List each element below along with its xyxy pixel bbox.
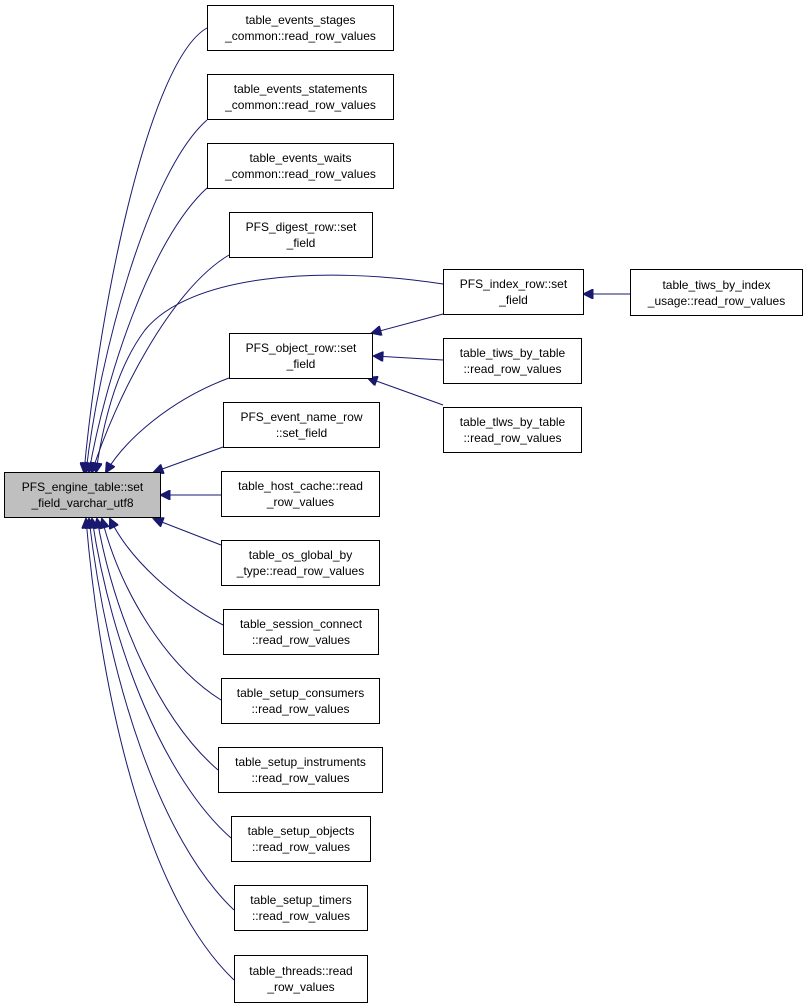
node-label-line2: ::read_row_values xyxy=(251,909,351,923)
node-label-line2: ::read_row_values xyxy=(463,362,562,376)
edge-events-waits-to-root xyxy=(89,187,208,472)
node-label-line2: _usage::read_row_values xyxy=(647,293,786,308)
node-label-line1: table_setup_objects xyxy=(247,824,355,838)
node-events-statements[interactable]: table_events_statements _common::read_ro… xyxy=(207,74,394,120)
node-label-line2: ::read_row_values xyxy=(251,702,350,716)
node-label-line1: PFS_digest_row::set xyxy=(245,220,357,234)
edge-events-stages-to-root xyxy=(84,27,208,472)
node-session-connect[interactable]: table_session_connect ::read_row_values xyxy=(223,609,379,655)
edge-object-row-to-root xyxy=(106,377,230,472)
node-label-line1: PFS_index_row::set xyxy=(459,277,568,291)
node-label-line1: table_host_cache::read xyxy=(238,479,363,493)
node-os-global[interactable]: table_os_global_by _type::read_row_value… xyxy=(221,540,380,586)
node-label-line2: ::read_row_values xyxy=(251,771,350,785)
edge-setup-objects-to-root xyxy=(92,519,232,839)
node-label-line2: ::read_row_values xyxy=(463,431,562,445)
edge-setup-instruments-to-root xyxy=(97,519,219,771)
node-label-line2: _common::read_row_values xyxy=(225,98,376,112)
node-setup-instruments[interactable]: table_setup_instruments ::read_row_value… xyxy=(218,747,383,793)
node-host-cache[interactable]: table_host_cache::read _row_values xyxy=(221,471,380,517)
node-label-line2: _row_values xyxy=(267,980,335,994)
edge-session-connect-to-root xyxy=(110,519,224,626)
node-threads[interactable]: table_threads::read _row_values xyxy=(234,955,368,1003)
node-events-stages[interactable]: table_events_stages _common::read_row_va… xyxy=(207,5,394,51)
root-node-line1: PFS_engine_table::set xyxy=(21,480,144,494)
node-label-line1: table_events_statements xyxy=(233,82,368,96)
node-events-waits[interactable]: table_events_waits _common::read_row_val… xyxy=(207,143,394,189)
node-label-line2: _common::read_row_values xyxy=(225,167,376,181)
edge-digest-row-to-root xyxy=(92,254,230,472)
edge-os-global-to-root xyxy=(154,519,222,546)
node-label-line2: _field xyxy=(286,236,316,250)
node-label-line1: table_setup_timers xyxy=(250,893,352,907)
node-event-name-row[interactable]: PFS_event_name_row ::set_field xyxy=(223,402,380,448)
node-tlws-by-table[interactable]: table_tlws_by_table ::read_row_values xyxy=(443,407,582,453)
node-label-line1: table_tiws_by_table xyxy=(459,346,566,360)
node-label-line2: ::read_row_values xyxy=(251,633,351,647)
node-label-line1: PFS_object_row::set xyxy=(245,341,357,355)
node-label-line2: _common::read_row_values xyxy=(225,29,376,43)
root-node-line2: _field_varchar_utf8 xyxy=(31,496,134,510)
edge-setup-consumers-to-root xyxy=(102,519,222,701)
node-label-line1: table_events_stages xyxy=(245,13,356,27)
node-label-line1: table_os_global_by xyxy=(248,548,353,562)
node-object-row[interactable]: PFS_object_row::set _field xyxy=(229,333,373,379)
root-node: PFS_engine_table::set _field_varchar_utf… xyxy=(4,472,161,518)
node-label-line2: _type::read_row_values xyxy=(236,564,365,578)
edge-setup-timers-to-root xyxy=(89,519,235,911)
node-setup-consumers[interactable]: table_setup_consumers ::read_row_values xyxy=(221,678,380,724)
edge-index-row-to-object-row xyxy=(372,313,444,333)
node-index-row[interactable]: PFS_index_row::set _field xyxy=(443,269,584,315)
node-setup-timers[interactable]: table_setup_timers ::read_row_values xyxy=(234,885,368,931)
edge-tiws-by-table-to-object-row xyxy=(374,356,444,360)
edge-threads-to-root xyxy=(86,519,235,981)
node-label-line1: table_setup_consumers xyxy=(236,686,365,700)
node-label-line1: PFS_event_name_row xyxy=(240,410,363,424)
node-label-line2: ::set_field xyxy=(275,426,328,440)
node-label-line2: _field xyxy=(286,357,316,371)
edge-events-statements-to-root xyxy=(86,119,208,472)
edge-index-row-to-root xyxy=(96,274,444,472)
node-label-line2: ::read_row_values xyxy=(251,840,351,854)
node-digest-row[interactable]: PFS_digest_row::set _field xyxy=(229,212,373,258)
node-label-line2: _field xyxy=(499,293,528,307)
node-setup-objects[interactable]: table_setup_objects ::read_row_values xyxy=(231,816,371,862)
node-label-line1: table_session_connect xyxy=(239,617,363,631)
node-label-line1: table_threads::read xyxy=(249,964,353,978)
node-label-line2: _row_values xyxy=(266,495,335,509)
node-tiws-by-index[interactable]: table_tiws_by_index _usage::read_row_val… xyxy=(630,269,803,316)
node-label-line1: table_events_waits xyxy=(249,151,352,165)
node-label-line1: table_setup_instruments xyxy=(235,755,366,769)
node-label-line1: table_tlws_by_table xyxy=(459,415,566,429)
node-tiws-by-table[interactable]: table_tiws_by_table ::read_row_values xyxy=(443,338,582,384)
edge-tlws-by-table-to-object-row xyxy=(368,378,444,406)
edge-event-name-row-to-root xyxy=(154,446,224,472)
node-label-line1: table_tiws_by_index xyxy=(662,277,771,292)
